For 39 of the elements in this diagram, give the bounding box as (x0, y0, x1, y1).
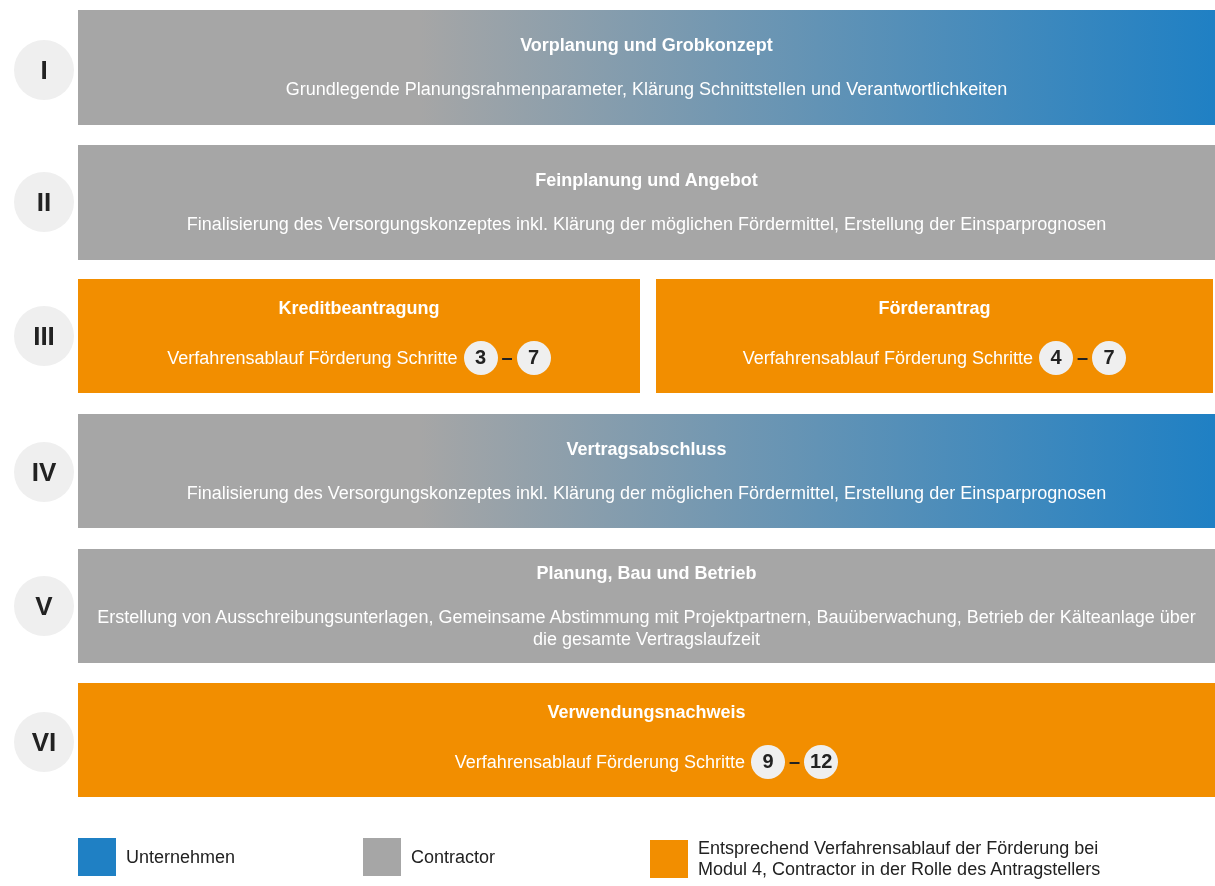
range-dash: – (789, 750, 801, 773)
phase-title: Planung, Bau und Betrieb (536, 562, 757, 584)
legend-label: Contractor (411, 846, 496, 868)
step-number-circle: 4 (1039, 340, 1073, 375)
phase-title: Förderantrag (878, 297, 991, 319)
legend-label: Entsprechend Verfahrensablauf der Förderung bei Modul 4, Contractor in der Rolle des Antragstellers (698, 838, 1102, 880)
phase-description: Erstellung von Ausschreibungsunterlagen, Gemeinsame Abstimmung mit Projektpartnern, Bauüberwachung, Betrieb der Kälteanlage über die gesamte Vertragslaufzeit (96, 605, 1197, 650)
phase-number-circle: VI (14, 712, 74, 772)
step-number-circle: 9 (751, 744, 785, 779)
phase-description: Verfahrensablauf Förderung Schritte (167, 346, 458, 369)
phase-title: Verwendungsnachweis (547, 701, 746, 723)
step-number-circle: 3 (463, 340, 498, 375)
phase-band (78, 683, 1215, 797)
phase-band (78, 10, 1215, 125)
phase-title: Kreditbeantragung (278, 297, 440, 319)
step-number-circle: 12 (804, 744, 839, 779)
phase-number-circle: V (14, 576, 74, 636)
phase-title: Vertragsabschluss (566, 438, 727, 460)
phase-number-circle: III (14, 306, 74, 366)
phase-description: Finalisierung des Versorgungskonzeptes inkl. Klärung der möglichen Fördermittel, Erstellung der Einsparprognosen (186, 213, 1107, 235)
phase-number-circle: I (14, 40, 74, 100)
phase-description: Grundlegende Planungsrahmenparameter, Klärung Schnittstellen und Verantwortlichkeiten (285, 78, 1008, 100)
phase-band (78, 145, 1215, 260)
step-number-circle: 7 (516, 340, 551, 375)
phase-description: Finalisierung des Versorgungskonzeptes inkl. Klärung der möglichen Fördermittel, Erstellung der Einsparprognosen (186, 481, 1107, 504)
phase-band (656, 279, 1213, 393)
step-number-circle: 7 (1092, 340, 1127, 375)
range-dash: – (1077, 346, 1089, 369)
phase-band (78, 279, 640, 393)
phase-title: Feinplanung und Angebot (535, 170, 758, 191)
phase-description: Verfahrensablauf Förderung Schritte (742, 346, 1033, 369)
range-dash: – (501, 346, 513, 369)
phase-band (78, 549, 1215, 663)
phase-description: Verfahrensablauf Förderung Schritte (454, 750, 745, 773)
legend-label: Unternehmen (126, 846, 236, 868)
phase-number-circle: II (14, 172, 74, 232)
phase-title: Vorplanung und Grobkonzept (520, 35, 773, 56)
phase-number-circle: IV (14, 442, 74, 502)
phase-band (78, 414, 1215, 528)
